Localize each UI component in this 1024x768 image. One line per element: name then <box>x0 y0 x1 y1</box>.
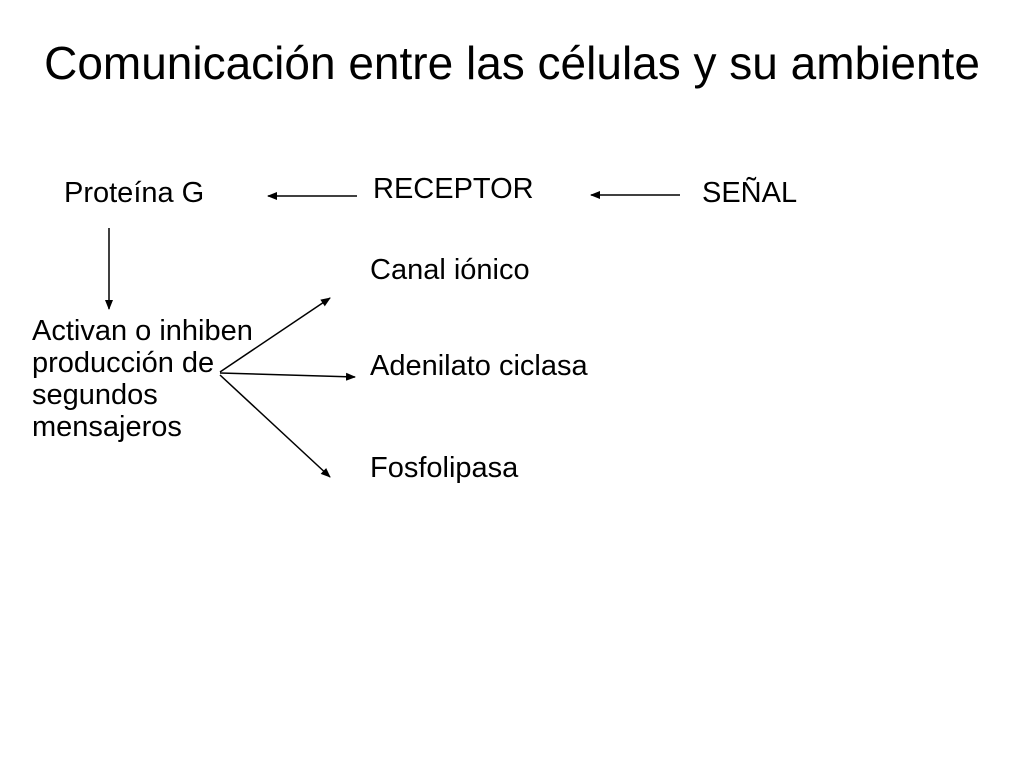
arrow-activan-to-fosfolipasa <box>219 374 331 478</box>
node-canal-ionico: Canal iónico <box>370 254 530 286</box>
node-receptor: RECEPTOR <box>373 173 534 205</box>
node-activan-o-inhiben: Activan o inhiben producción de segundos… <box>32 315 253 443</box>
node-fosfolipasa: Fosfolipasa <box>370 452 519 484</box>
node-proteina-g: Proteína G <box>64 177 205 209</box>
node-adenilato-ciclasa: Adenilato ciclasa <box>370 350 588 382</box>
node-senal: SEÑAL <box>702 177 798 209</box>
arrow-activan-to-adenilato-ciclasa <box>219 372 356 381</box>
slide-title: Comunicación entre las células y su ambi… <box>44 37 980 89</box>
arrow-activan-to-canal-ionico <box>219 297 331 373</box>
